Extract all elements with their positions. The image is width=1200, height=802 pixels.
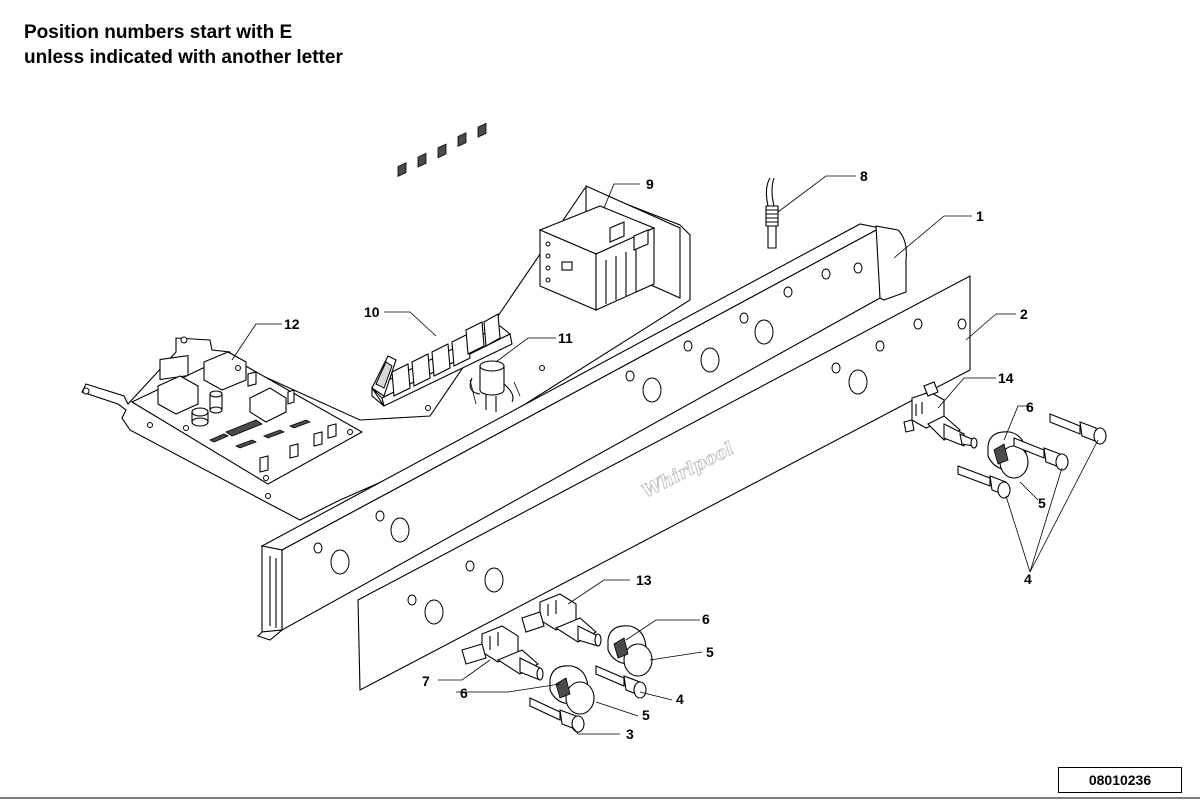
part-10-terminal-block xyxy=(371,122,513,407)
part-14-switch xyxy=(903,381,978,449)
callout-5-lower-2: 5 xyxy=(642,707,650,723)
part-3-lamp-lower xyxy=(529,697,585,733)
part-1-fascia xyxy=(256,223,907,641)
callout-14: 14 xyxy=(998,370,1014,386)
callout-6-lower-1: 6 xyxy=(702,611,710,627)
callout-2: 2 xyxy=(1020,306,1028,322)
callout-7: 7 xyxy=(422,673,430,689)
diagram-header: Position numbers start with E unless ind… xyxy=(24,20,343,70)
callout-9: 9 xyxy=(646,176,654,192)
part-9-contactor xyxy=(538,185,681,311)
callout-6-right: 6 xyxy=(1026,399,1034,415)
leader-lines xyxy=(231,175,1099,735)
callout-4-lower: 4 xyxy=(676,691,684,707)
callout-labels: 1 2 3 4 4 5 5 5 6 6 6 7 8 9 10 11 12 13 … xyxy=(284,168,1046,742)
part-6-knob-right xyxy=(987,431,1029,479)
document-number-box: 08010236 xyxy=(1058,767,1182,793)
callout-6-lower-2: 6 xyxy=(460,685,468,701)
part-7-switch xyxy=(461,625,544,681)
part-4-lamps-right xyxy=(957,413,1107,499)
callout-11: 11 xyxy=(558,330,573,346)
part-6-knob-lower-1 xyxy=(607,625,653,677)
part-4-lamp-lower xyxy=(595,665,647,699)
part-2-control-panel: Whirlpool xyxy=(357,275,971,691)
header-line-1: Position numbers start with E xyxy=(24,22,293,43)
part-8-sensor xyxy=(765,177,779,249)
callout-5-lower-1: 5 xyxy=(706,644,714,660)
header-line-2: unless indicated with another letter xyxy=(24,47,343,68)
part-12-control-board xyxy=(130,351,364,485)
document-number: 08010236 xyxy=(1088,772,1152,788)
part-13-switch xyxy=(521,593,602,647)
callout-3: 3 xyxy=(626,726,634,742)
callout-12: 12 xyxy=(284,316,300,332)
callout-13: 13 xyxy=(636,572,652,588)
callout-10: 10 xyxy=(364,304,380,320)
callout-1: 1 xyxy=(976,208,984,224)
part-6-knob-lower-2 xyxy=(549,665,595,715)
callout-8: 8 xyxy=(860,168,868,184)
callout-4-right: 4 xyxy=(1024,571,1032,587)
part-11-thermal-fuse xyxy=(469,360,521,412)
callout-5-right: 5 xyxy=(1038,495,1046,511)
